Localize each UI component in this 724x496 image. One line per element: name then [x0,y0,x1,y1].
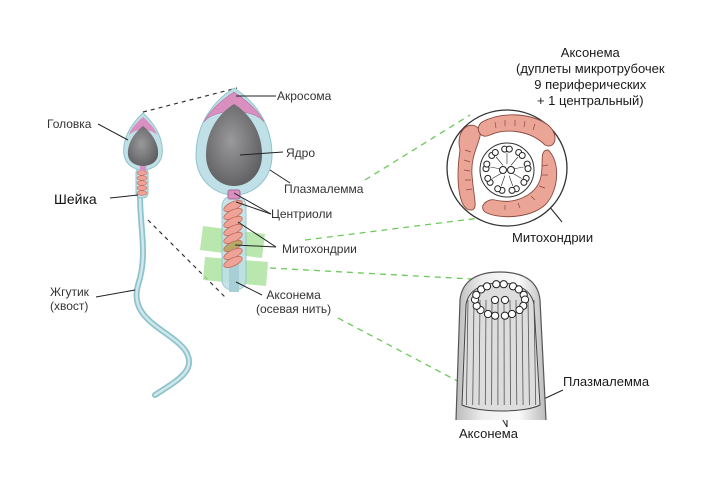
central-tubule [500,295,510,305]
flagellum [133,192,193,398]
label-neck: Шейка [54,191,97,207]
head-nucleus [127,126,159,166]
axoneme-tubule [483,309,493,319]
centriole [227,189,241,200]
guide-lines [269,114,491,386]
axoneme-tubule [515,305,524,315]
axoneme-rod [472,299,475,406]
axoneme-rod [527,299,530,406]
radial-spoke [508,175,514,187]
axoneme-tubule [507,309,517,319]
axoneme-rod [515,299,518,406]
cross-mitochondria [457,114,558,218]
axoneme-rod [478,299,481,406]
axoneme-rod [533,299,537,406]
radial-spoke [510,156,519,166]
enlarged-sperm [195,87,273,292]
label-axoneme-line2: (осевая нить) [256,302,332,316]
axoneme-rod [521,299,524,406]
axoneme-rod [466,299,469,406]
microtubule-doublets [482,145,532,194]
microtubule [494,185,502,193]
axoneme-tubule [482,282,492,291]
radial-spoke [500,175,506,187]
axoneme-tubule [500,311,509,320]
cross-section [446,109,568,227]
midpiece-mitochondria [136,170,148,196]
microtubule [505,145,513,153]
microtubule [484,174,492,182]
microtubule [524,165,532,173]
microtubule [518,152,526,159]
label-flagellum: Жгутик (хвост) [50,285,89,313]
longitudinal-axoneme [455,271,547,421]
label-flagellum-line1: Жгутик [50,285,89,299]
label-cross-axoneme: Аксонема (дуплеты микротрубочек 9 перифе… [516,45,665,109]
label-mitochondria: Митохондрии [282,242,357,256]
label-nucleus: Ядро [286,146,316,160]
label-cross-axoneme-line2: (дуплеты микротрубочек [516,61,665,76]
zoom-line-top [142,87,238,113]
label-plasmalemma: Плазмалемма [284,182,364,196]
label-cross-mitochondria: Митохондрии [512,230,594,245]
label-cross-axoneme-line3: 9 периферических [534,77,647,92]
zoom-line-bottom [147,219,227,299]
central-pair-2 [507,166,515,174]
radial-spoke [492,172,502,179]
label-longitudinal-plasmalemma: Плазмалемма [563,374,650,389]
label-centrioles: Центриоли [271,207,333,221]
microtubule [520,178,528,186]
label-flagellum-line2: (хвост) [50,299,89,313]
central-tubule [490,295,500,305]
label-axoneme-line1: Аксонема [266,288,321,302]
axoneme-tubule-ends [470,280,530,320]
microtubule [491,149,499,156]
label-cross-axoneme-line1: Аксонема [560,45,620,60]
whole-sperm [123,112,193,398]
label-axoneme: Аксонема (осевая нить) [256,288,331,316]
enlarged-nucleus [206,104,262,186]
axoneme-tubule [491,311,500,320]
mitochondria-helix [223,200,243,268]
label-longitudinal-axoneme: Аксонема [459,426,518,441]
axoneme-tubule [472,290,481,299]
microtubule [483,160,491,168]
radial-spoke [495,156,504,166]
central-pair-1 [499,166,507,174]
radial-spoke [512,172,522,179]
axoneme-tubule [499,280,508,289]
axoneme-tubule [514,285,523,294]
label-head: Головка [47,117,92,131]
label-cross-axoneme-line4: + 1 центральный) [536,93,644,108]
axoneme-tubule [492,280,501,289]
label-acrosome: Акросома [277,89,332,103]
microtubule [508,186,516,194]
